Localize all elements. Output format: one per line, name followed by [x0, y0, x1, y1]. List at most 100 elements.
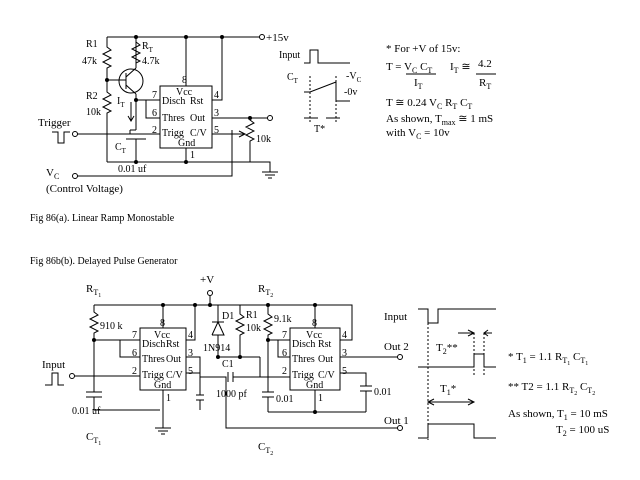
ic-b2-pin6: 6 — [282, 348, 287, 359]
wave-a-neg-vc: -VC — [346, 71, 362, 84]
ic-a-pin6: 6 — [152, 108, 157, 119]
input-terminal-b — [69, 373, 75, 379]
supply-label-a: +15v — [266, 32, 289, 44]
out2-label: Out 2 — [384, 341, 409, 353]
ic-b1-rst: Rst — [166, 339, 180, 350]
ic-a-thres: Thres — [162, 113, 185, 124]
ground-icon — [155, 427, 171, 435]
ground-wire-b1 — [94, 390, 164, 428]
input-pulse-icon — [45, 372, 64, 386]
wave-a-input-trace — [304, 49, 350, 64]
ic-b2-disch: Disch — [292, 339, 315, 350]
resistor-r1 — [101, 37, 113, 80]
ic-b1-disch: Disch — [142, 339, 165, 350]
junction-dot — [220, 35, 224, 39]
ic-b2-pin3: 3 — [342, 348, 347, 359]
ic-a-pin8: 8 — [182, 75, 187, 86]
vc-wire — [77, 134, 233, 177]
ic-b1-pin2: 2 — [132, 366, 137, 377]
note-a-1: * For +V of 15v: — [386, 43, 460, 55]
output-terminal-a — [267, 115, 273, 121]
input-b-label: Input — [42, 359, 65, 371]
junction-dot — [134, 160, 138, 164]
junction-dot — [184, 35, 188, 39]
junction-dot — [208, 303, 212, 307]
junction-dot — [313, 303, 317, 307]
note-a-5: with VC = 10v — [386, 127, 450, 141]
ic-b1-trigg: Trigg — [142, 370, 164, 381]
trigger-pulse-icon — [52, 131, 70, 144]
wave-b-t1: T1* — [440, 383, 456, 397]
wave-b-t1-dim — [426, 398, 476, 406]
fig-a-caption: Fig 86(a). Linear Ramp Monostable — [30, 213, 175, 224]
vplus-label: +V — [200, 274, 214, 286]
rt2-value: 9.1k — [274, 314, 292, 325]
ic-b2-pin1: 1 — [318, 393, 323, 404]
capacitor-ct2 — [262, 340, 274, 412]
trigger-terminal — [72, 131, 78, 137]
resistor-rt — [130, 37, 142, 68]
fig-a-notes: * For +V of 15v: T = VC CT IT IT ≅ 4.2 R… — [386, 43, 496, 141]
out1-terminal — [397, 425, 403, 431]
ic-a-trigg: Trigg — [162, 128, 184, 139]
fig-b-waveforms: Input T2** T1* — [384, 308, 496, 440]
ic-b1-pin7: 7 — [132, 330, 137, 341]
wave-b-out1-trace — [418, 423, 496, 439]
ic-b1-out: Out — [166, 354, 181, 365]
vplus-terminal — [207, 290, 213, 296]
ic-b1-pin1: 1 — [166, 393, 171, 404]
vc-label: VC — [46, 167, 59, 181]
ic-a-vcc: Vcc — [176, 87, 193, 98]
ic-a-pin3: 3 — [214, 108, 219, 119]
thres-wire-b1 — [119, 340, 140, 358]
r1-b-label: R1 — [246, 310, 258, 321]
ic-b2-gnd: Gnd — [306, 380, 323, 391]
junction-dot — [134, 35, 138, 39]
ic-b2-pin2: 2 — [282, 366, 287, 377]
ic-b2-pin7: 7 — [282, 330, 287, 341]
fig-b-caption: Fig 86b(b). Delayed Pulse Generator — [30, 256, 178, 267]
fig-b-notes: * T1 = 1.1 RT1 CT1 ** T2 = 1.1 RT2 CT2 A… — [508, 351, 609, 438]
wave-a-zero: -0v — [344, 87, 357, 98]
note-a-2-rden: RT — [479, 77, 491, 91]
d1-label: D1 — [222, 311, 234, 322]
junction-dot — [216, 355, 220, 359]
capacitor-ct — [126, 129, 146, 162]
ic-a-pin5: 5 — [214, 125, 219, 136]
cap-value-a: 0.01 uf — [118, 164, 147, 175]
ic-b1-pin4: 4 — [188, 330, 193, 341]
fig-a-circuit: +15v R1 47k R2 10k RT 4.7k IT Vcc Disch … — [38, 32, 289, 195]
it-label: IT — [117, 96, 125, 109]
trigger-label: Trigger — [38, 117, 71, 129]
note-b-3: As shown, T1 = 10 mS — [508, 408, 608, 422]
ct1-label: CT1 — [86, 431, 101, 447]
supply-rail-b — [94, 304, 353, 341]
note-a-3: T ≅ 0.24 VC RT CT — [386, 97, 472, 111]
diode-d1 — [211, 305, 225, 357]
c1-value: 1000 pf — [216, 389, 248, 400]
capacitor-c1 — [200, 372, 260, 382]
note-b-2: ** T2 = 1.1 RT2 CT2 — [508, 381, 595, 397]
vc-description: (Control Voltage) — [46, 183, 123, 195]
ic-b1-rst-wire — [186, 305, 196, 341]
resistor-r2 — [101, 80, 113, 162]
thres-wire-b2 — [277, 340, 290, 358]
rt1-label: RT1 — [86, 283, 101, 299]
cap1-value: 0.01 uf — [72, 406, 101, 417]
wave-a-tstar: T* — [314, 124, 325, 135]
out1-label: Out 1 — [384, 415, 409, 427]
ic-a-rst: Rst — [190, 96, 204, 107]
ic-a-pin1: 1 — [190, 150, 195, 161]
ground-icon — [262, 171, 278, 179]
junction-dot — [184, 160, 188, 164]
wave-b-t2: T2** — [436, 342, 458, 356]
ic-a-out: Out — [190, 113, 205, 124]
fig-a-waveforms: Input CT -VC -0v T* — [279, 49, 362, 135]
transistor-pnp — [118, 68, 144, 94]
cap-small-a: 0.01 — [276, 394, 294, 405]
ic-b2-trigg: Trigg — [292, 370, 314, 381]
wave-b-markers — [427, 323, 485, 440]
supply-terminal-a — [259, 34, 265, 40]
wave-b-input-trace — [418, 308, 496, 324]
